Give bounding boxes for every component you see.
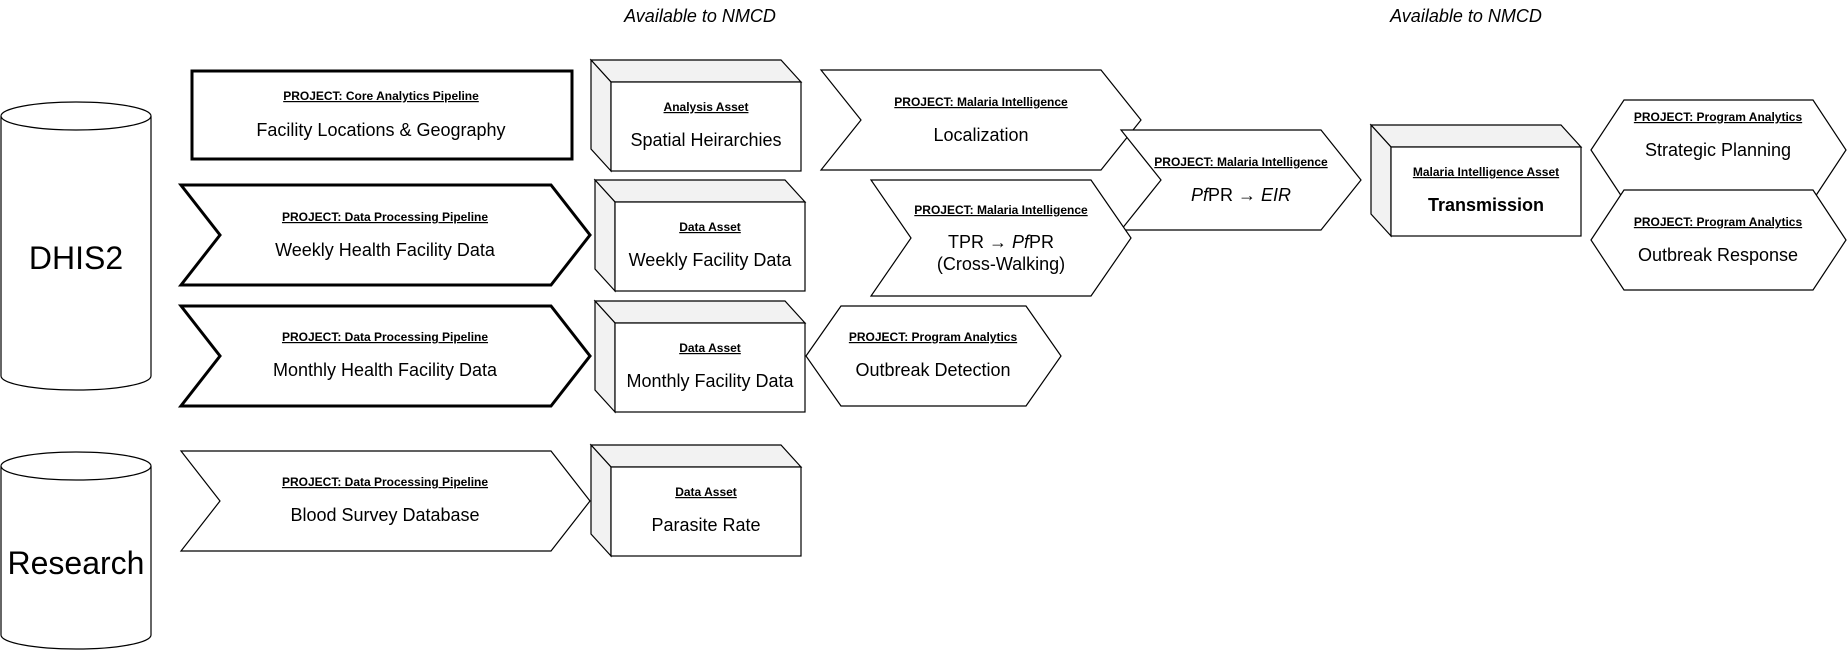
database-dhis2[interactable]: DHIS2: [0, 101, 152, 391]
intelligence-localization-name: Localization: [933, 125, 1028, 145]
pipeline-blood-survey-database[interactable]: PROJECT: Data Processing Pipeline Blood …: [179, 450, 591, 552]
pipeline-blood-survey-project: PROJECT: Data Processing Pipeline: [282, 475, 488, 489]
pipeline-weekly-project: PROJECT: Data Processing Pipeline: [282, 210, 488, 224]
asset-monthly-name: Monthly Facility Data: [626, 371, 794, 391]
crosswalk-pf: Pf: [1012, 232, 1031, 252]
asset-spatial-type: Analysis Asset: [664, 100, 749, 114]
intelligence-localization[interactable]: PROJECT: Malaria Intelligence Localizati…: [819, 69, 1142, 171]
analytics-outbreak-detection-name: Outbreak Detection: [855, 360, 1010, 380]
asset-transmission-type: Malaria Intelligence Asset: [1413, 165, 1559, 179]
pipeline-monthly-health-facility-data[interactable]: PROJECT: Data Processing Pipeline Monthl…: [177, 304, 592, 408]
pfpr-eir-eir: EIR: [1261, 185, 1291, 205]
pipeline-blood-survey-name: Blood Survey Database: [290, 505, 479, 525]
analytics-outbreak-response-name: Outbreak Response: [1638, 245, 1798, 265]
asset-transmission-name: Transmission: [1428, 195, 1544, 215]
pipeline-weekly-health-facility-data[interactable]: PROJECT: Data Processing Pipeline Weekly…: [177, 183, 592, 287]
intelligence-crosswalk-formula: TPR→PfPR: [948, 232, 1054, 252]
pipeline-facility-locations-name: Facility Locations & Geography: [256, 120, 505, 140]
pipeline-facility-locations-project: PROJECT: Core Analytics Pipeline: [283, 89, 479, 103]
pipeline-monthly-project: PROJECT: Data Processing Pipeline: [282, 330, 488, 344]
analytics-strategic-planning[interactable]: PROJECT: Program Analytics Strategic Pla…: [1590, 99, 1847, 201]
intelligence-pfpr-to-eir[interactable]: PROJECT: Malaria Intelligence PfPR→EIR: [1119, 129, 1362, 231]
intelligence-pfpr-eir-formula: PfPR→EIR: [1191, 185, 1291, 205]
asset-spatial-heirarchies[interactable]: Analysis Asset Spatial Heirarchies: [589, 58, 803, 173]
header-available-left: Available to NMCD: [623, 6, 776, 26]
intelligence-crosswalk-line2: (Cross-Walking): [937, 254, 1065, 274]
asset-parasite-rate[interactable]: Data Asset Parasite Rate: [589, 443, 803, 558]
crosswalk-pr: PR: [1029, 232, 1054, 252]
asset-transmission[interactable]: Malaria Intelligence Asset Transmission: [1369, 123, 1583, 238]
pfpr-eir-arrow: →: [1238, 185, 1256, 205]
database-dhis2-label: DHIS2: [29, 240, 123, 276]
pipeline-monthly-name: Monthly Health Facility Data: [273, 360, 498, 380]
analytics-outbreak-detection[interactable]: PROJECT: Program Analytics Outbreak Dete…: [805, 305, 1062, 407]
crosswalk-arrow: →: [989, 232, 1007, 252]
header-available-right: Available to NMCD: [1389, 6, 1542, 26]
analytics-outbreak-response[interactable]: PROJECT: Program Analytics Outbreak Resp…: [1590, 189, 1847, 291]
asset-weekly-name: Weekly Facility Data: [629, 250, 793, 270]
intelligence-tpr-crosswalk[interactable]: PROJECT: Malaria Intelligence TPR→PfPR (…: [869, 179, 1132, 297]
crosswalk-tpr: TPR: [948, 232, 984, 252]
pfpr-eir-pf: Pf: [1191, 185, 1210, 205]
asset-monthly-facility-data[interactable]: Data Asset Monthly Facility Data: [593, 299, 807, 414]
asset-parasite-name: Parasite Rate: [651, 515, 760, 535]
intelligence-localization-project: PROJECT: Malaria Intelligence: [894, 95, 1068, 109]
asset-monthly-type: Data Asset: [679, 341, 741, 355]
analytics-strategic-planning-name: Strategic Planning: [1645, 140, 1791, 160]
analytics-outbreak-response-project: PROJECT: Program Analytics: [1634, 215, 1803, 229]
analytics-outbreak-detection-project: PROJECT: Program Analytics: [849, 330, 1018, 344]
asset-weekly-type: Data Asset: [679, 220, 741, 234]
asset-parasite-type: Data Asset: [675, 485, 737, 499]
asset-weekly-facility-data[interactable]: Data Asset Weekly Facility Data: [593, 178, 807, 293]
intelligence-pfpr-eir-project: PROJECT: Malaria Intelligence: [1154, 155, 1328, 169]
analytics-strategic-planning-project: PROJECT: Program Analytics: [1634, 110, 1803, 124]
asset-spatial-name: Spatial Heirarchies: [630, 130, 781, 150]
pipeline-weekly-name: Weekly Health Facility Data: [275, 240, 496, 260]
database-research[interactable]: Research: [0, 451, 152, 650]
intelligence-crosswalk-project: PROJECT: Malaria Intelligence: [914, 203, 1088, 217]
pipeline-facility-locations[interactable]: PROJECT: Core Analytics Pipeline Facilit…: [190, 69, 574, 161]
pfpr-eir-pr: PR: [1208, 185, 1233, 205]
database-research-label: Research: [8, 545, 145, 581]
